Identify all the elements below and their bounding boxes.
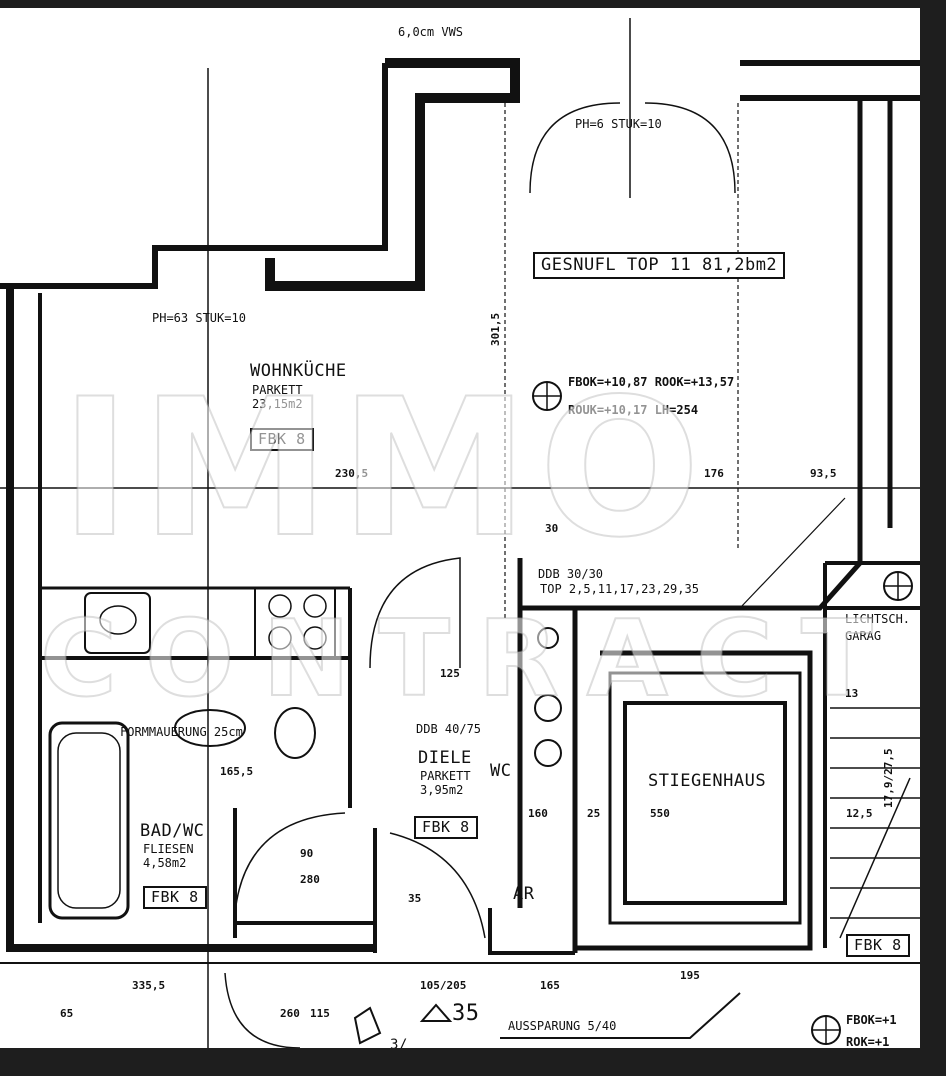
room-sub-diele-1: PARKETT [420,769,471,783]
wall-left [6,286,375,952]
wall-bathroom-right [233,588,375,938]
dim-stair-dims: 17,9/27,5 [882,748,895,808]
wall-upper-left [0,63,388,289]
dim-diele-2: 35 [408,892,422,905]
dim-core-3: 160 [528,807,548,820]
stove-burner-4 [303,626,327,650]
room-sub-bad-1: FLIESEN [143,842,194,856]
dim-lightwell-2: 12,5 [846,807,873,820]
dim-core-1: 25 [587,807,601,820]
wall-core [517,558,578,953]
opening-west-window: PH=63 STUK=10 [152,311,246,325]
formmauerung-label: FORMMAUERUNG 25cm [120,725,243,739]
dim-bottom-1: 335,5 [132,979,166,992]
wall-stair-inner [608,671,802,925]
fbk-tag-stair: FBK 8 [846,934,910,957]
door-north-left [529,102,621,194]
plan-drawing [0,18,920,1048]
fbk-tag-diele: FBK 8 [414,816,478,839]
top-numbers-label: TOP 2,5,11,17,23,29,35 [540,582,699,596]
entrance-arrow-2 [353,1006,382,1045]
dim-stair-1: 550 [650,807,670,820]
wc-fixture-1 [534,694,562,722]
floor-plan: 6,0cm VWS PH=6 STUK=10 PH=63 STUK=10 GES… [0,8,920,1048]
room-label-wohnkueche: WOHNKÜCHE [250,361,347,381]
stove-burner-1 [268,594,292,618]
entrance-arrow [419,1003,453,1022]
room-label-wc: WC [490,761,512,781]
sink-bowl [99,605,137,635]
bathtub-inner [57,732,121,909]
wall-north-block [265,58,520,291]
door-entry-swing [389,832,486,939]
room-sub-wohnkueche-2: 23,15m2 [252,397,303,411]
wall-diele [373,828,575,955]
level-info-line2: ROUK=+10,17 LH=254 [568,403,699,417]
dim-3: 176 [704,467,724,480]
wc-fixture-3 [537,627,559,649]
wall-lightwell [823,561,920,948]
door-bottom-swing [224,972,301,1048]
bathtub [48,721,130,920]
dim-bottom-7: 65 [60,1007,74,1020]
door-bath-swing [234,812,346,914]
fbk-tag-bad: FBK 8 [143,886,207,909]
stair-treads [830,707,920,919]
dim-bath-2: 280 [300,873,320,886]
wall-top-right [740,60,920,101]
room-label-garage: GARAG [845,629,882,643]
toilet [274,707,316,759]
dim-bath-3: 90 [300,847,314,860]
dim-vertical-1: 301,5 [489,312,502,346]
dim-lightwell-1: 13 [845,687,859,700]
wall-kitchen-counter [38,586,350,658]
dim-diele-1: 125 [440,667,460,680]
room-label-lichtschacht: LICHTSCH. [845,612,911,626]
angle-mark-2: 3/ [390,1037,408,1048]
dim-line-diagonal [739,497,846,609]
dim-core-2: 30 [545,522,559,535]
level-info-line1: FBOK=+10,87 ROOK=+13,57 [568,375,735,389]
stove-burner-2 [303,594,327,618]
door-label-diele: DDB 40/75 [416,722,482,736]
wall-right-column [857,98,893,528]
aussparung-line [500,992,741,1039]
area-summary-box: GESNUFL TOP 11 81,2bm2 [533,252,786,279]
stair-diagonal [839,777,911,939]
kitchen-sink [84,592,151,654]
room-label-diele: DIELE [418,748,472,768]
dim-bottom-6: 115 [310,1007,330,1020]
dim-wohnkueche-width: 230,5 [335,467,369,480]
aussparung-label: AUSSPARUNG 5/40 [508,1019,617,1033]
dim-bath-1: 165,5 [220,765,254,778]
door-north-right [644,102,736,194]
door-diele-swing [369,557,461,669]
dim-line-vertical [504,103,739,618]
dim-bottom-4: 195 [680,969,700,982]
fbk-tag-wohnkueche: FBK 8 [250,428,314,451]
stove-burner-3 [268,626,292,650]
dim-bottom-5: 260 [280,1007,300,1020]
room-label-ar: AR [513,884,535,904]
opening-top: 6,0cm VWS [398,25,464,39]
room-label-stiegenhaus: STIEGENHAUS [648,771,767,791]
wc-fixture-2 [534,739,562,767]
wall-stair-shaft [575,528,863,951]
stove [254,587,336,659]
dim-bottom-3: 105/205 [420,979,467,992]
wall-stair-cage [623,701,787,905]
room-sub-wohnkueche-1: PARKETT [252,383,303,397]
washbasin [174,709,246,747]
opening-north-door: PH=6 STUK=10 [575,117,662,131]
dim-4: 93,5 [810,467,837,480]
room-sub-diele-2: 3,95m2 [420,783,464,797]
dim-bottom-2: 165 [540,979,560,992]
axis-vertical [207,18,631,1048]
corner-level-2: ROK=+1 [846,1035,890,1048]
room-label-bad: BAD/WC [140,821,205,841]
door-label-top: DDB 30/30 [538,567,604,581]
angle-mark: 35 [452,1001,480,1026]
corner-level-1: FBOK=+1 [846,1013,897,1027]
room-sub-bad-2: 4,58m2 [143,856,187,870]
